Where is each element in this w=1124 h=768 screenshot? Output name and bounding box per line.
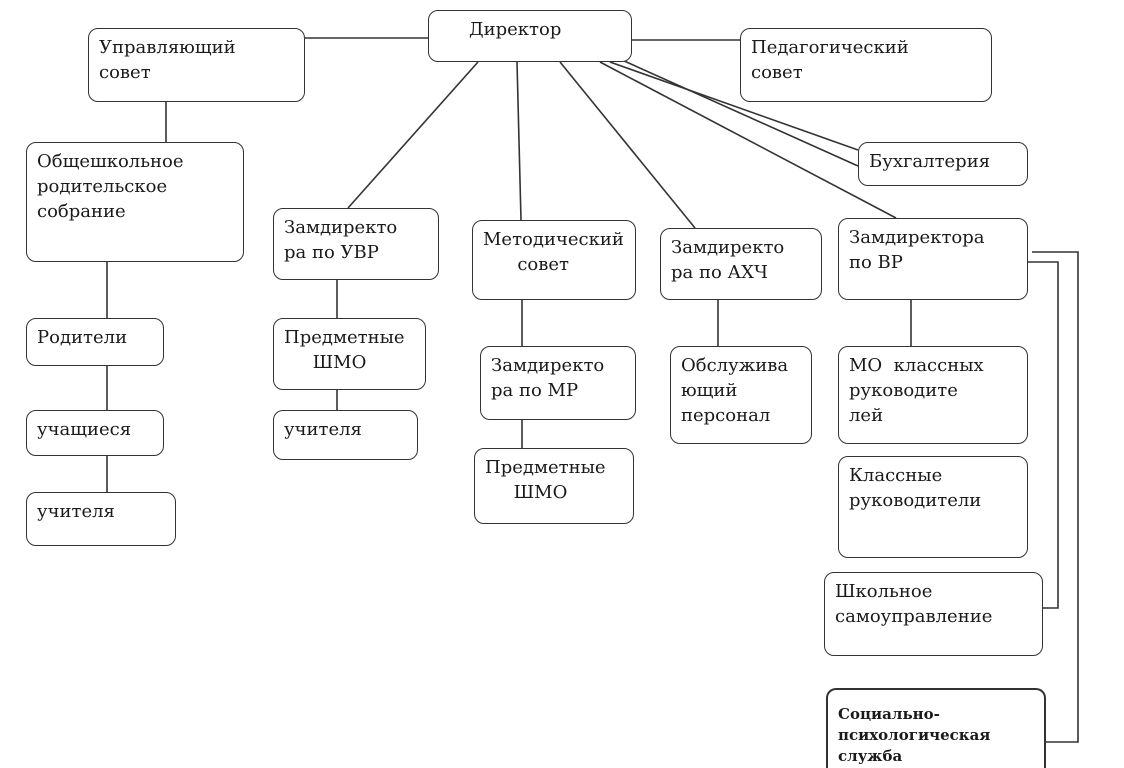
node-subject-shmo-1-label: Предметные ШМО	[284, 327, 405, 373]
node-parent-meeting[interactable]: Общешкольное родительское собрание	[26, 142, 244, 262]
node-subject-shmo-2[interactable]: Предметные ШМО	[474, 448, 634, 524]
edge-director-uvr	[347, 61, 479, 209]
node-deputy-vr-label: Замдиректора по ВР	[849, 227, 985, 273]
node-accounting[interactable]: Бухгалтерия	[858, 142, 1028, 186]
node-social-psych-service-label: Социально- психологическая служба	[838, 705, 991, 765]
node-class-leaders-label: Классные руководители	[849, 465, 982, 511]
node-deputy-mr[interactable]: Замдиректо ра по МР	[480, 346, 636, 420]
node-social-psych-service[interactable]: Социально- психологическая служба	[826, 688, 1046, 768]
node-deputy-uvr-label: Замдиректо ра по УВР	[284, 217, 398, 263]
edge-director-vr	[599, 61, 897, 219]
node-teachers-left[interactable]: учителя	[26, 492, 176, 546]
edge-vr-right-bracket	[1028, 261, 1059, 609]
node-director-label: Директор	[469, 19, 562, 40]
node-subject-shmo-2-label: Предметные ШМО	[485, 457, 606, 503]
node-pedagogical-council[interactable]: Педагогический совет	[740, 28, 992, 102]
node-methodical-council-label: Методический совет	[483, 229, 624, 275]
node-mo-class-leaders[interactable]: МО классных руководите лей	[838, 346, 1028, 444]
node-teachers-uvr-label: учителя	[284, 419, 362, 440]
node-parent-meeting-label: Общешкольное родительское собрание	[37, 151, 184, 222]
node-teachers-uvr[interactable]: учителя	[273, 410, 418, 460]
node-deputy-ahch[interactable]: Замдиректо ра по АХЧ	[660, 228, 822, 300]
node-deputy-ahch-label: Замдиректо ра по АХЧ	[671, 237, 785, 283]
node-director[interactable]: Директор	[428, 10, 632, 62]
node-class-leaders[interactable]: Классные руководители	[838, 456, 1028, 558]
edge-director-accounting-1	[609, 61, 859, 151]
node-governing-council[interactable]: Управляющий совет	[88, 28, 305, 102]
edge-vr-social-bracket	[1032, 251, 1079, 743]
node-school-self-government[interactable]: Школьное самоуправление	[824, 572, 1043, 656]
node-mo-class-leaders-label: МО классных руководите лей	[849, 355, 984, 426]
node-deputy-uvr[interactable]: Замдиректо ра по УВР	[273, 208, 439, 280]
node-governing-council-label: Управляющий совет	[99, 37, 236, 83]
node-school-self-government-label: Школьное самоуправление	[835, 581, 993, 627]
node-students-label: учащиеся	[37, 419, 132, 440]
node-pedagogical-council-label: Педагогический совет	[751, 37, 909, 83]
node-teachers-left-label: учителя	[37, 501, 115, 522]
node-parents[interactable]: Родители	[26, 318, 164, 366]
edge-director-ahch	[559, 61, 696, 229]
node-parents-label: Родители	[37, 327, 128, 348]
edge-director-accounting-2	[621, 59, 859, 167]
node-service-staff-label: Обслужива ющий персонал	[681, 355, 789, 426]
node-deputy-mr-label: Замдиректо ра по МР	[491, 355, 605, 401]
node-students[interactable]: учащиеся	[26, 410, 164, 456]
node-deputy-vr[interactable]: Замдиректора по ВР	[838, 218, 1028, 300]
node-accounting-label: Бухгалтерия	[869, 151, 991, 172]
edge-director-methodical	[516, 61, 522, 221]
node-subject-shmo-1[interactable]: Предметные ШМО	[273, 318, 426, 390]
node-methodical-council[interactable]: Методический совет	[472, 220, 636, 300]
node-service-staff[interactable]: Обслужива ющий персонал	[670, 346, 812, 444]
